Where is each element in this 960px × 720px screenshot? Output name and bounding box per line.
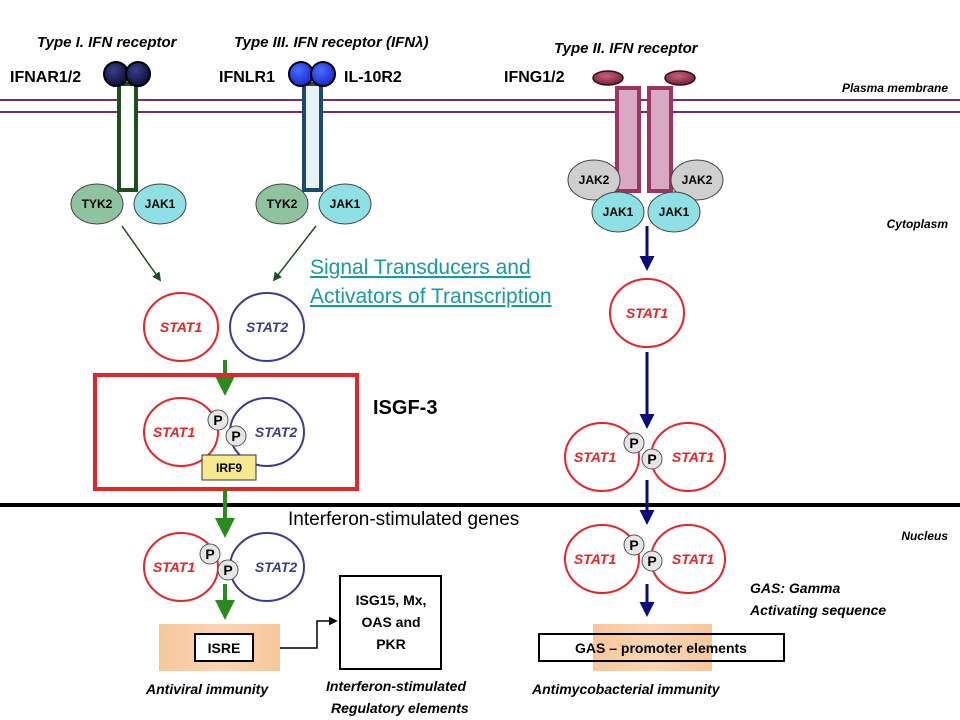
nuclear-phospho-1: P	[205, 546, 214, 562]
stat2-label: STAT2	[246, 319, 288, 335]
isgf3-stat2-label: STAT2	[255, 424, 297, 440]
type3-kinases: TYK2 JAK1	[255, 183, 372, 225]
tyk2-label-type1: TYK2	[82, 197, 113, 211]
nuclear-stat2-label: STAT2	[255, 559, 297, 575]
il10r2-label: IL-10R2	[344, 69, 402, 86]
stat1-label: STAT1	[160, 319, 202, 335]
type2-receptor	[592, 70, 696, 193]
isr-line1: Interferon-stimulated	[326, 678, 466, 694]
plasma-membrane-label: Plasma membrane	[842, 81, 948, 95]
ifng-label: IFNG1/2	[504, 69, 565, 86]
antiviral-label: Antiviral immunity	[145, 681, 269, 697]
arrow-type1-to-stat	[121, 225, 162, 282]
stat-link-line2[interactable]: Activators of Transcription	[310, 285, 552, 308]
ndimer-phospho-2: P	[647, 553, 656, 569]
isre-label: ISRE	[208, 640, 241, 656]
dimer-stat1-right: STAT1	[672, 449, 714, 465]
isgf3-box	[93, 373, 359, 491]
type3-receptor	[288, 61, 336, 192]
isgf3-complex: STAT1 STAT2 P P IRF9	[143, 397, 305, 481]
nuclear-stat1-label: STAT1	[153, 559, 195, 575]
nuclear-stat1-stat2: STAT1 STAT2 P P	[143, 532, 305, 602]
isg-box-line1: ISG15, Mx,	[356, 592, 427, 608]
tyk2-label-type3: TYK2	[267, 197, 298, 211]
ndimer-stat1-right: STAT1	[672, 551, 714, 567]
ndimer-stat1-left: STAT1	[574, 551, 616, 567]
isg-box	[339, 575, 442, 670]
gas-promoter-region	[593, 624, 712, 671]
isgf3-label: ISGF-3	[373, 397, 437, 419]
antimyco-label: Antimycobacterial immunity	[531, 681, 721, 697]
type2-kinases: JAK2 JAK2 JAK1 JAK1	[567, 159, 724, 233]
gas-box	[538, 633, 785, 662]
isg-box-line3: PKR	[376, 636, 406, 652]
stat-link-line1[interactable]: Signal Transducers and	[310, 256, 531, 279]
ifnlr1-label: IFNLR1	[219, 69, 275, 86]
jak1-label-right: JAK1	[659, 205, 690, 219]
stat1-stat2-pair: STAT1 STAT2	[143, 292, 305, 362]
cytoplasm-label: Cytoplasm	[887, 217, 949, 231]
type2-receptor-header: Type II. IFN receptor	[554, 40, 699, 57]
gas-box-label: GAS – promoter elements	[575, 640, 747, 656]
gas-note-line2: Activating sequence	[749, 602, 886, 618]
isg-box-line2: OAS and	[361, 614, 420, 630]
type1-receptor	[103, 61, 151, 192]
isr-line2: Regulatory elements	[331, 700, 469, 716]
type1-receptor-header: Type I. IFN receptor	[37, 34, 178, 51]
stat1-dimer-cytoplasm: STAT1 STAT1 P P	[564, 422, 726, 492]
type1-kinases: TYK2 JAK1	[70, 183, 187, 225]
irf9-label: IRF9	[216, 461, 242, 475]
arrow-type3-to-stat	[272, 225, 317, 282]
isgf3-phospho-1: P	[213, 412, 222, 428]
stat1-dimer-nucleus: STAT1 STAT1 P P	[564, 524, 726, 594]
isg-title: Interferon-stimulated genes	[288, 509, 519, 530]
jak2-label-left: JAK2	[579, 173, 610, 187]
dimer-phospho-2: P	[647, 451, 656, 467]
jak2-label-right: JAK2	[682, 173, 713, 187]
gas-note-line1: GAS: Gamma	[750, 580, 840, 596]
isgf3-phospho-2: P	[231, 428, 240, 444]
type2-stat1	[609, 278, 685, 348]
type2-stat1-label: STAT1	[626, 305, 668, 321]
nuclear-phospho-2: P	[223, 562, 232, 578]
ndimer-phospho-1: P	[629, 537, 638, 553]
isgf3-stat1-label: STAT1	[153, 424, 195, 440]
arrow-isre-to-isg	[280, 616, 338, 649]
isre-box	[194, 633, 254, 662]
jak1-label-type1: JAK1	[145, 197, 176, 211]
type3-receptor-header: Type III. IFN receptor (IFNλ)	[234, 34, 428, 51]
nucleus-label: Nucleus	[901, 529, 948, 543]
jak1-label-left: JAK1	[603, 205, 634, 219]
jak1-label-type3: JAK1	[330, 197, 361, 211]
ifnar-label: IFNAR1/2	[10, 69, 81, 86]
dimer-phospho-1: P	[629, 435, 638, 451]
dimer-stat1-left: STAT1	[574, 449, 616, 465]
